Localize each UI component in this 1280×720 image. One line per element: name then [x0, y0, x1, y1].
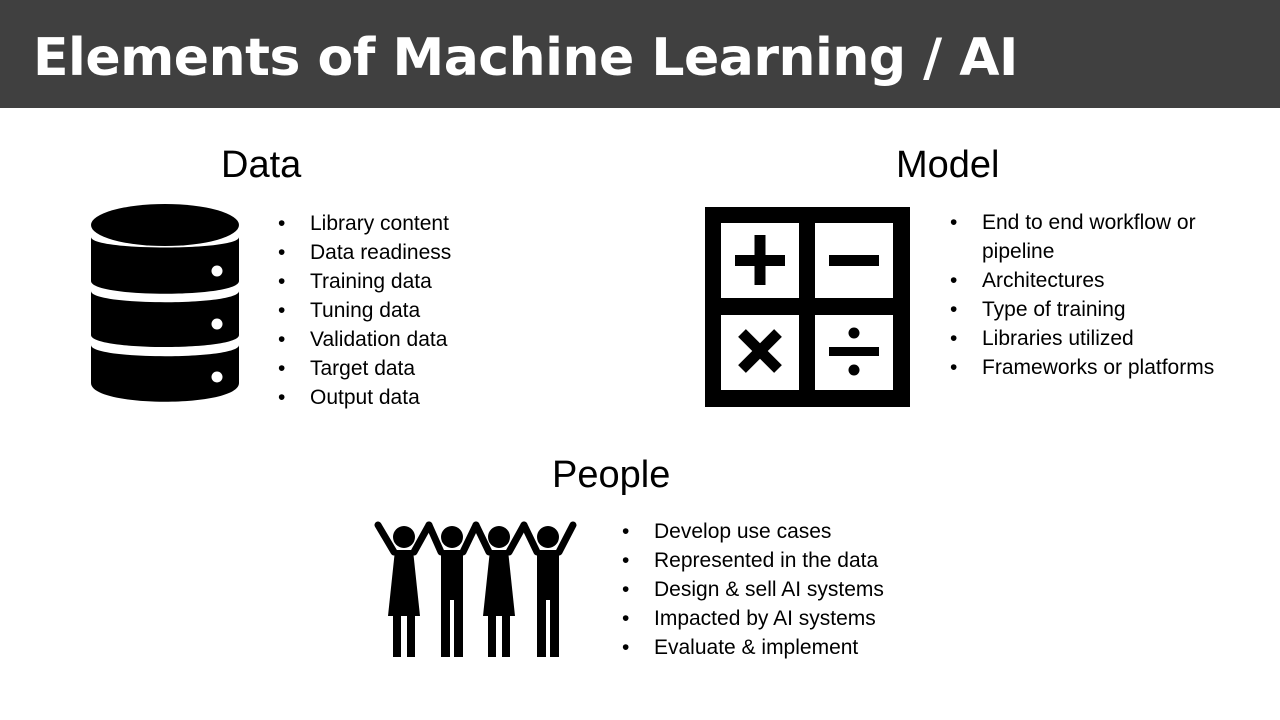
- list-item: Target data: [278, 354, 451, 383]
- list-item: Tuning data: [278, 296, 451, 325]
- list-item: Libraries utilized: [950, 324, 1240, 353]
- title-bar: Elements of Machine Learning / AI: [0, 0, 1280, 108]
- list-item: Develop use cases: [622, 517, 884, 546]
- data-list: Library content Data readiness Training …: [278, 209, 451, 412]
- database-icon: [91, 204, 239, 402]
- list-item: End to end workflow or pipeline: [950, 208, 1240, 266]
- list-item: Frameworks or platforms: [950, 353, 1240, 382]
- model-heading: Model: [896, 144, 1000, 186]
- people-list: Develop use cases Represented in the dat…: [622, 517, 884, 662]
- list-item: Training data: [278, 267, 451, 296]
- list-item: Library content: [278, 209, 451, 238]
- list-item: Evaluate & implement: [622, 633, 884, 662]
- list-item: Impacted by AI systems: [622, 604, 884, 633]
- people-heading: People: [552, 454, 671, 496]
- list-item: Design & sell AI systems: [622, 575, 884, 604]
- list-item: Type of training: [950, 295, 1240, 324]
- slide-title: Elements of Machine Learning / AI: [33, 28, 1018, 88]
- model-list: End to end workflow or pipeline Architec…: [950, 208, 1240, 382]
- people-group-icon: [374, 521, 577, 657]
- list-item: Represented in the data: [622, 546, 884, 575]
- data-heading: Data: [221, 144, 302, 186]
- list-item: Output data: [278, 383, 451, 412]
- list-item: Validation data: [278, 325, 451, 354]
- list-item: Architectures: [950, 266, 1240, 295]
- list-item: Data readiness: [278, 238, 451, 267]
- calculator-icon: [705, 207, 910, 407]
